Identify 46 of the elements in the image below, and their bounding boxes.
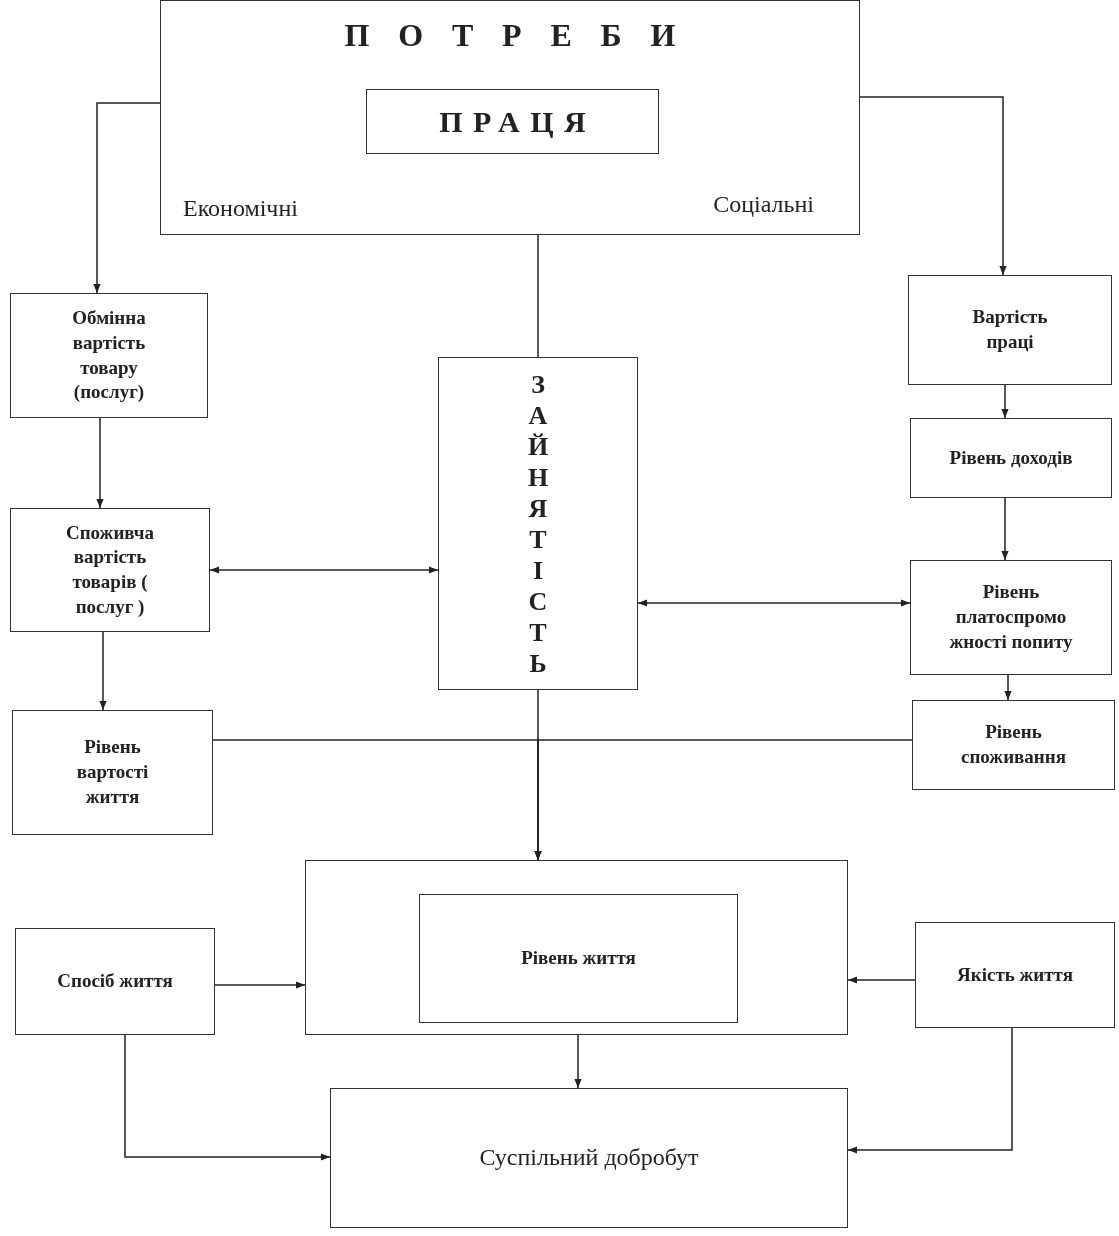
arrow <box>209 566 439 574</box>
arrow <box>534 739 913 861</box>
process-box <box>910 560 1112 675</box>
box-label: Рівень вартості життя <box>75 735 150 809</box>
arrow <box>99 631 107 711</box>
process-box <box>15 928 215 1035</box>
box-label: Суспільний добробут <box>479 1143 699 1173</box>
box-label: Якість життя <box>956 962 1074 987</box>
box-label: Спосіб життя <box>56 969 174 994</box>
process-box <box>910 418 1112 498</box>
arrow <box>847 976 916 984</box>
arrow <box>96 417 104 509</box>
arrow <box>1001 384 1009 419</box>
employment-box <box>438 357 638 690</box>
box-label: ЗАЙНЯТІСТЬ <box>526 368 550 679</box>
box-label: ПРАЦЯ <box>438 104 597 140</box>
process-box <box>330 1088 848 1228</box>
process-box <box>915 922 1115 1028</box>
arrow <box>847 1027 1013 1154</box>
box-label: Рівень споживання <box>959 720 1068 769</box>
heading: ПОТРЕБИ <box>343 16 706 55</box>
box-label: Вартість праці <box>971 305 1049 354</box>
needs-box <box>160 0 860 235</box>
box-label: Рівень платоспромо жності попиту <box>948 580 1074 654</box>
box-label: Рівень життя <box>521 946 636 971</box>
process-box <box>908 275 1112 385</box>
box-label: Обмінна вартість товару (послуг) <box>71 306 147 405</box>
process-box <box>12 710 213 835</box>
category-label: Економічні <box>183 193 298 223</box>
process-box <box>419 894 738 1023</box>
arrow <box>637 599 911 607</box>
arrow <box>1001 497 1009 561</box>
process-box <box>10 293 208 418</box>
arrow <box>93 102 161 294</box>
box-label: Рівень доходів <box>948 445 1074 470</box>
labour-box <box>366 89 659 154</box>
arrow <box>214 981 306 989</box>
group-frame <box>305 860 848 1035</box>
arrow <box>574 1034 582 1089</box>
process-box <box>912 700 1115 790</box>
arrow <box>1004 674 1012 701</box>
box-label: Споживча вартість товарів ( послуг ) <box>64 520 156 619</box>
arrow <box>124 1034 331 1161</box>
category-label: Соціальні <box>713 189 814 219</box>
arrow <box>859 96 1007 276</box>
process-box <box>10 508 210 632</box>
